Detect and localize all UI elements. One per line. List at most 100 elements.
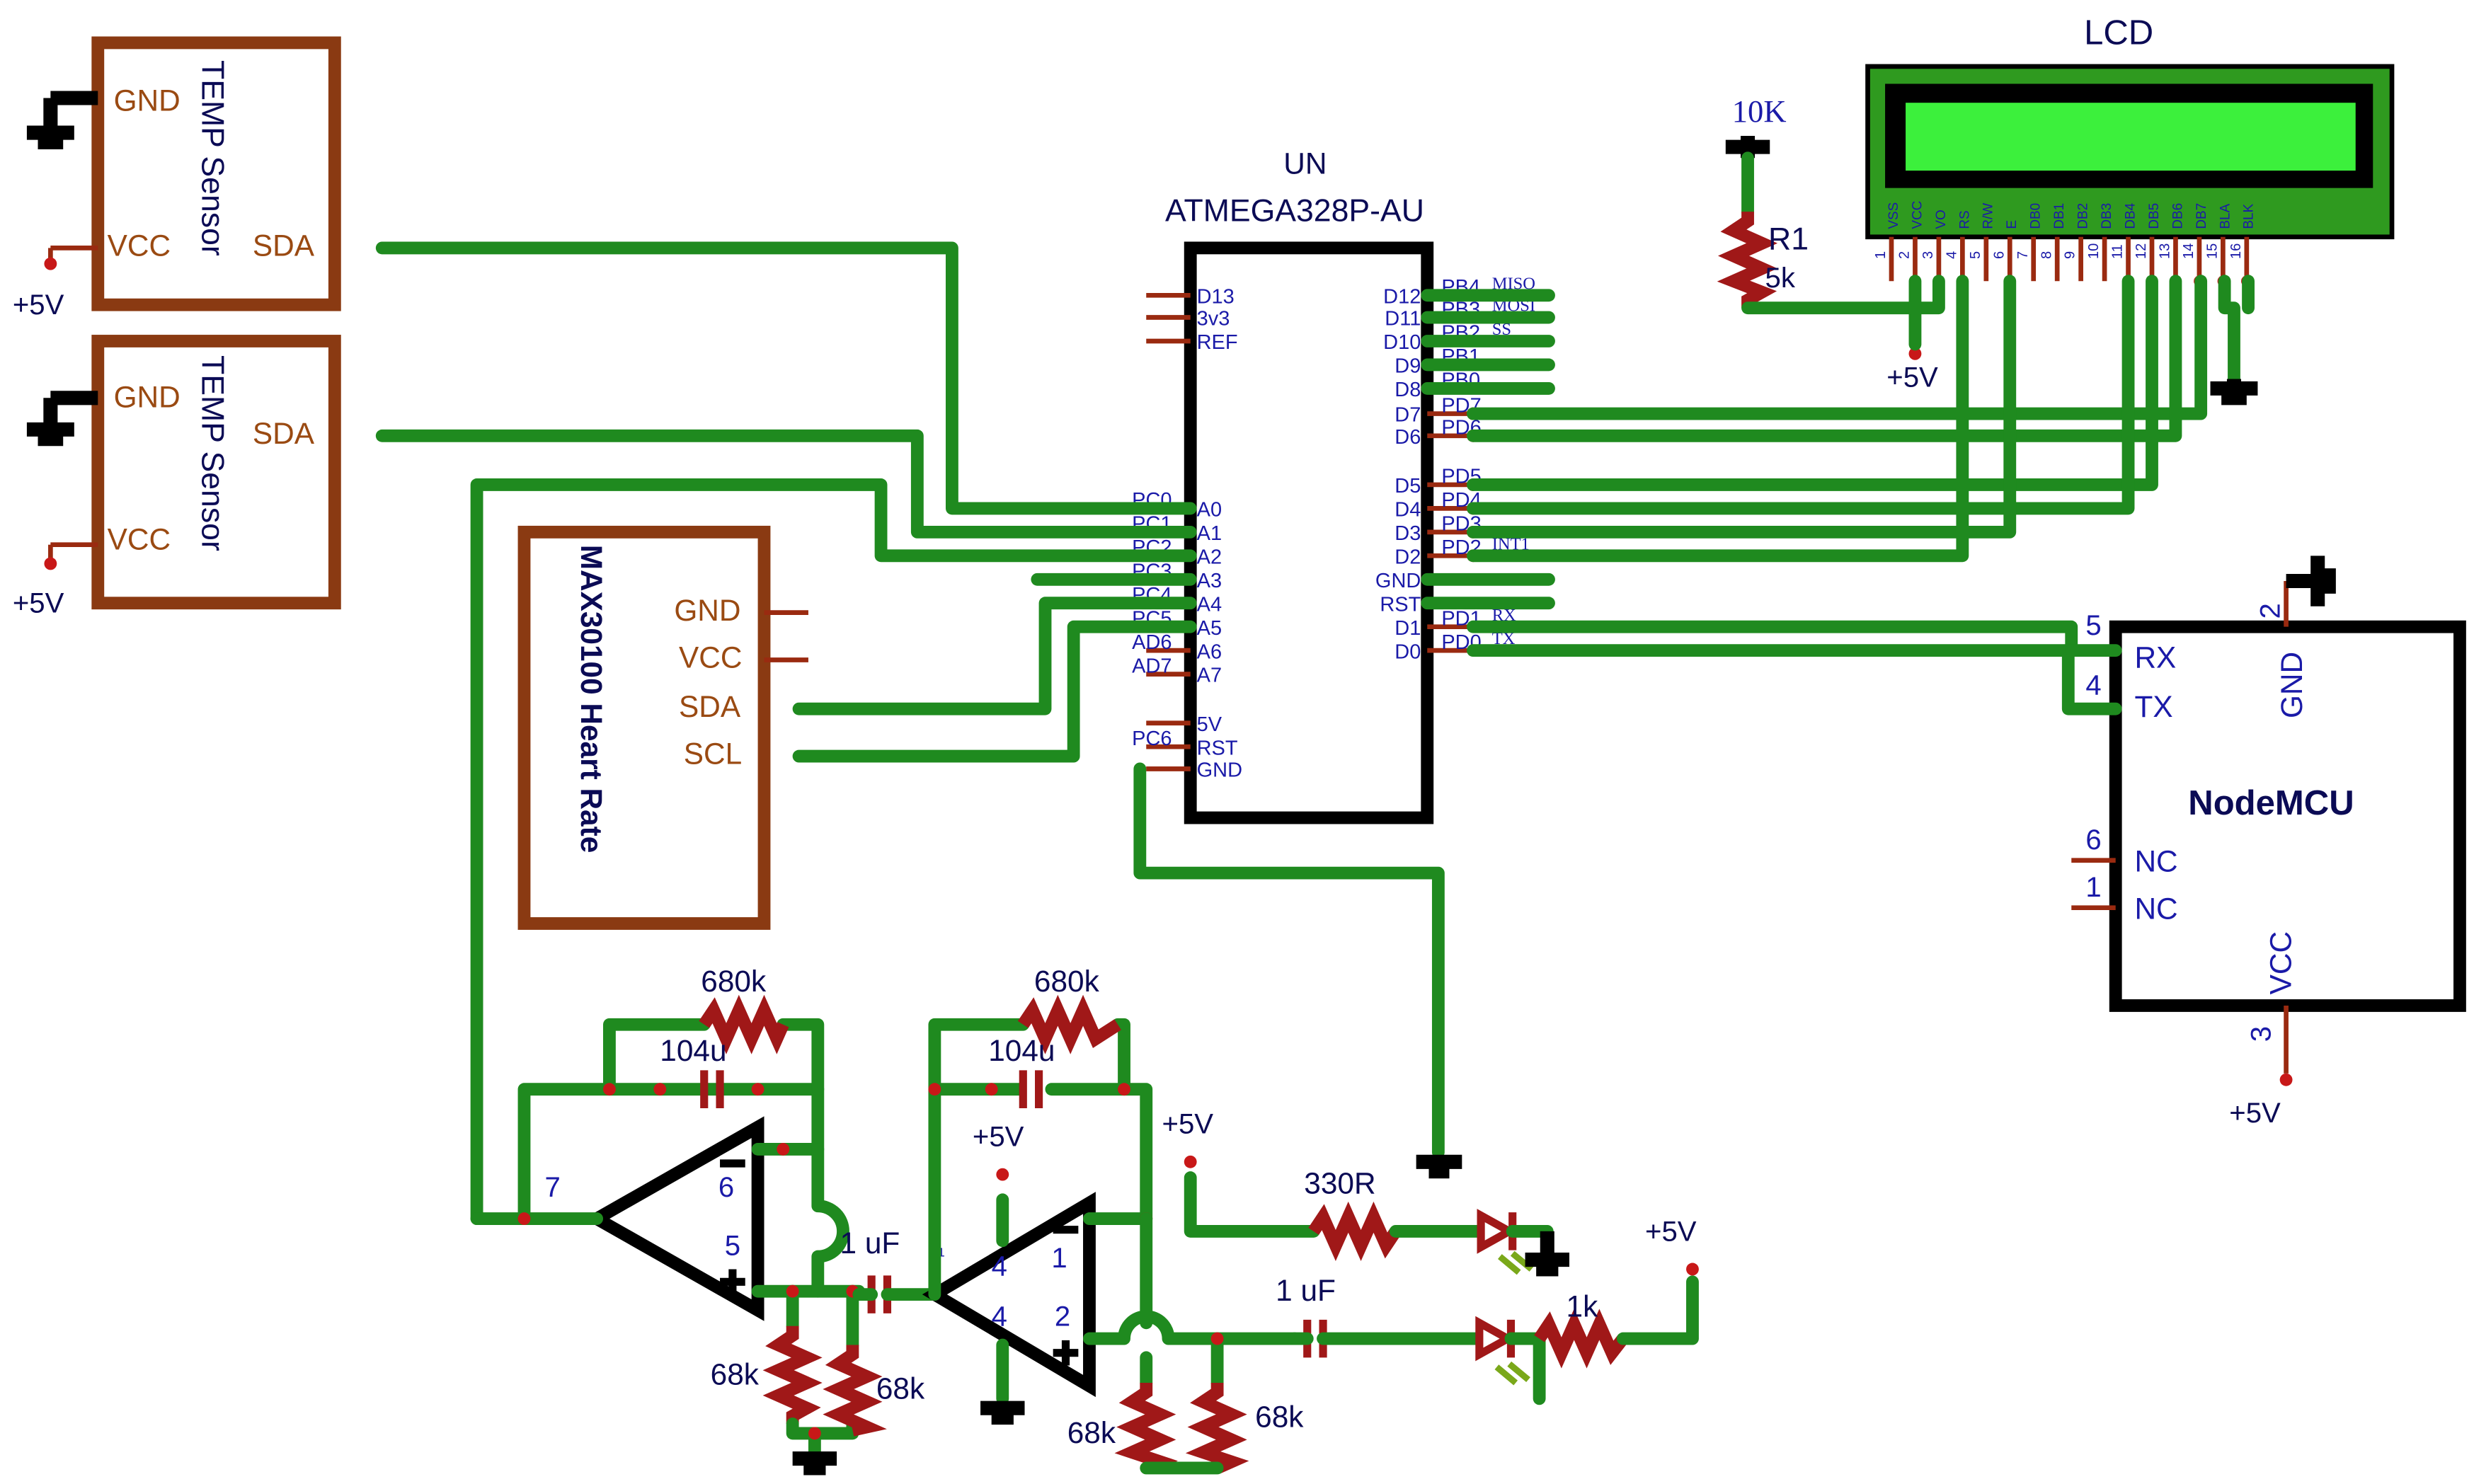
- lcd-pin-name: DB5: [2147, 203, 2162, 229]
- lcd-pin-name: VSS: [1886, 202, 1901, 229]
- mcu-left-pin-inner: A2: [1197, 546, 1222, 568]
- lcd-pin-name: DB4: [2123, 203, 2138, 229]
- lcd-pin-name: DB6: [2170, 203, 2185, 229]
- mcu-name: UN: [1283, 147, 1327, 180]
- lcd-pin-name: DB2: [2076, 203, 2091, 229]
- max30100-sda-pin: SDA: [679, 690, 741, 723]
- led-r-top: 330R: [1304, 1166, 1375, 1200]
- temp-sensor-1: +5V GND VCC SDA TEMP Sensor: [13, 36, 341, 321]
- mcu-right-pin-inner: GND: [1375, 570, 1421, 592]
- mcu-part: ATMEGA328P-AU: [1165, 193, 1424, 228]
- lcd-module: LCD VSS1VCC2VO3RS4R/W5E6DB07DB18DB29DB31…: [1865, 14, 2395, 393]
- amp2-pin2: 2: [1055, 1301, 1070, 1333]
- led-r-bottom: 1k: [1567, 1289, 1599, 1323]
- lcd-pin-number: 4: [1944, 251, 1959, 259]
- coupling-cap-2: 1 uF: [1276, 1274, 1336, 1307]
- mcu-left-pin-inner: RST: [1197, 737, 1238, 759]
- mcu-right-pin-inner: D6: [1395, 426, 1421, 449]
- amp1-pin5: 5: [725, 1229, 740, 1261]
- mcu-left-pin-outer: AD7: [1132, 655, 1172, 677]
- lcd-pin-number: 10: [2086, 243, 2102, 259]
- mcu-left-pin-inner: A5: [1197, 617, 1222, 640]
- led-circuits: +5V 330R 1k +5V: [1162, 1108, 1699, 1405]
- nodemcu-pin6: 6: [2085, 824, 2101, 856]
- temp1-name: TEMP Sensor: [195, 60, 229, 256]
- mcu-left-pin-inner: A6: [1197, 640, 1222, 663]
- mcu-left-pin-inner: A4: [1197, 593, 1222, 616]
- max30100-name: MAX30100 Heart Rate: [575, 545, 608, 853]
- lcd-pin-name: VO: [1934, 209, 1949, 229]
- lcd-pin-name: R/W: [1981, 203, 1996, 229]
- mcu-left-pin-inner: A0: [1197, 499, 1222, 522]
- temp1-gnd-pin: GND: [114, 84, 181, 117]
- temp2-sda-pin: SDA: [253, 417, 315, 450]
- amp2-pin4b: 4: [992, 1301, 1007, 1333]
- r1-name: R1: [1768, 222, 1809, 257]
- amp2-r-a: 68k: [1067, 1416, 1116, 1449]
- lcd-pin-name: DB1: [2052, 203, 2067, 229]
- amp2-pin-small: 1: [938, 1246, 945, 1260]
- amp2-r-feedback: 680k: [1034, 965, 1100, 998]
- lcd-pin-number: 1: [1873, 251, 1889, 259]
- nodemcu-pin4: 4: [2085, 669, 2101, 701]
- lcd-pin-number: 9: [2063, 251, 2078, 259]
- temp2-gnd-pin: GND: [114, 381, 181, 414]
- mcu-right-pin-inner: D3: [1395, 522, 1421, 545]
- mcu-left-pin-outer: PC6: [1132, 727, 1172, 750]
- max30100-scl-pin: SCL: [684, 737, 742, 771]
- mcu-left-pin-inner: A7: [1197, 665, 1222, 687]
- amp2-pin4a: 4: [992, 1250, 1007, 1282]
- nodemcu-module: NodeMCU RX TX NC NC GND VCC 5 4 6 1 2 3 …: [2071, 556, 2466, 1129]
- mcu-right-pin-inner: D9: [1395, 355, 1421, 378]
- r1-top-label: 10K: [1732, 93, 1787, 129]
- led-supply-bottom: +5V: [1645, 1215, 1697, 1247]
- max30100-gnd-pin: GND: [674, 594, 740, 627]
- mcu-left-pin-outer: AD6: [1132, 631, 1172, 654]
- nodemcu-tx-label: TX: [2134, 690, 2172, 723]
- amp2-opamp: [922, 1192, 1096, 1398]
- r1-potentiometer: 10K R1 5k: [1717, 93, 1809, 309]
- lcd-supply: +5V: [1886, 362, 1938, 393]
- temp1-sda-pin: SDA: [253, 229, 315, 263]
- nodemcu-vcc-label: VCC: [2264, 931, 2297, 994]
- amp1-c-feedback: 104u: [660, 1034, 726, 1067]
- wires: [375, 241, 2258, 1225]
- lcd-pin-name: BLA: [2218, 203, 2233, 229]
- mcu-right-pin-inner: RST: [1380, 593, 1421, 616]
- nodemcu-rx-label: RX: [2134, 641, 2176, 674]
- lcd-pin-number: 16: [2228, 243, 2244, 259]
- mcu-right-pin-inner: D4: [1395, 499, 1421, 522]
- lcd-title: LCD: [2084, 14, 2153, 52]
- amp2-stage: 4 1 4 2 1 680k 104u +5V 68k 68k: [922, 965, 1483, 1475]
- lcd-pins: VSS1VCC2VO3RS4R/W5E6DB07DB18DB29DB310DB4…: [1873, 201, 2257, 287]
- temp1-supply-label: +5V: [13, 289, 64, 321]
- amp1-r-feedback: 680k: [701, 965, 767, 998]
- mcu-right-pin-inner: D1: [1395, 617, 1421, 640]
- mcu-left-pin-inner: A1: [1197, 522, 1222, 545]
- amp1-pin6: 6: [718, 1171, 734, 1203]
- amp2-supply: +5V: [973, 1120, 1024, 1152]
- r1-value: 5k: [1765, 262, 1796, 294]
- lcd-pin-number: 13: [2158, 243, 2173, 259]
- amp1-r-a: 68k: [711, 1357, 760, 1391]
- max30100-module: MAX30100 Heart Rate GND VCC SDA SCL: [517, 525, 808, 930]
- mcu-right-pin-inner: D7: [1395, 404, 1421, 427]
- lcd-pin-name: DB7: [2194, 203, 2209, 229]
- led-bottom: [1475, 1316, 1516, 1362]
- lcd-pin-number: 5: [1968, 251, 1983, 259]
- lcd-pin-number: 11: [2110, 244, 2126, 259]
- lcd-screen: [1906, 103, 2356, 171]
- mcu-left-pin-inner: 5V: [1197, 713, 1222, 736]
- mcu-right-pin-inner: D12: [1383, 285, 1421, 308]
- amp1-pin7: 7: [544, 1171, 560, 1203]
- lcd-pin-number: 15: [2204, 243, 2220, 259]
- mcu-right-pin-inner: D2: [1395, 546, 1421, 568]
- mcu-left-pin-inner: D13: [1197, 285, 1235, 308]
- coupling-cap-1: 1 uF: [840, 1226, 900, 1260]
- nodemcu-name: NodeMCU: [2188, 784, 2354, 822]
- lcd-pin-name: BLK: [2242, 203, 2257, 229]
- lcd-pin-number: 6: [1991, 251, 2007, 259]
- mcu-left-pin-inner: A3: [1197, 570, 1222, 592]
- lcd-pin-name: DB0: [2029, 203, 2044, 229]
